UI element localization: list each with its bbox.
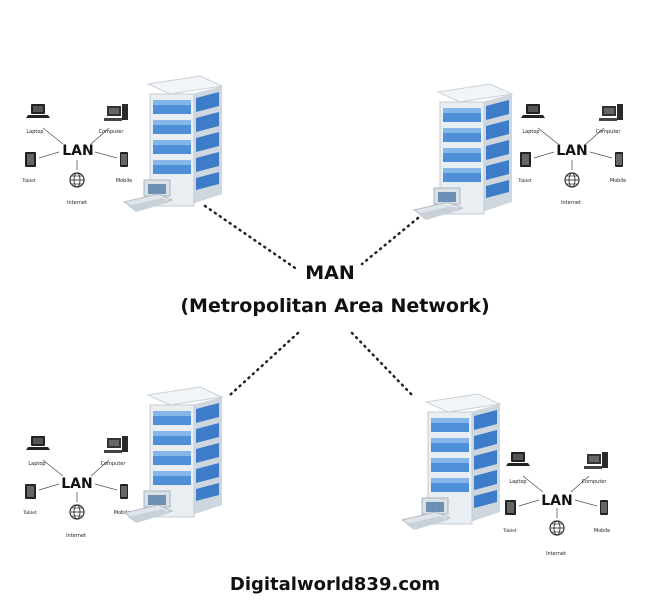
lan-label: LAN xyxy=(61,476,92,492)
building-top-right xyxy=(413,83,513,221)
device-tablet-label: Tablet xyxy=(21,178,36,184)
device-mobile-label: Mobile xyxy=(116,178,132,184)
device-tablet-label: Tablet xyxy=(502,528,517,534)
building-bottom-right xyxy=(401,393,501,531)
device-computer-label: Computer xyxy=(582,479,608,485)
device-mobile-label: Mobile xyxy=(610,178,626,184)
connector-bottom-left xyxy=(228,331,300,397)
connector-top-right xyxy=(360,216,420,266)
device-internet-label: Internet xyxy=(66,533,86,539)
cluster-top-left: LAN Laptop Computer Tablet Mobile Intern… xyxy=(21,75,223,213)
device-mobile-label: Mobile xyxy=(114,510,130,516)
device-mobile-label: Mobile xyxy=(594,528,610,534)
lan-label: LAN xyxy=(541,493,572,509)
cluster-bottom-right: LAN Laptop Computer Tablet Mobile Intern… xyxy=(401,393,610,557)
lan-label: LAN xyxy=(62,143,93,159)
device-internet-label: Internet xyxy=(561,200,581,206)
device-internet-label: Internet xyxy=(546,551,566,557)
building-bottom-left xyxy=(123,386,223,524)
man-title: MAN xyxy=(305,262,355,284)
device-computer-label: Computer xyxy=(99,129,125,135)
cluster-bottom-left: LAN Laptop Computer Tablet Mobile Intern… xyxy=(22,386,223,539)
device-laptop-label: Laptop xyxy=(522,129,539,135)
lan-label: LAN xyxy=(556,143,587,159)
device-tablet-label: Tablet xyxy=(22,510,37,516)
cluster-top-right: LAN Laptop Computer Tablet Mobile Intern… xyxy=(413,83,626,221)
building-top-left xyxy=(123,75,223,213)
device-internet-label: Internet xyxy=(67,200,87,206)
device-laptop-label: Laptop xyxy=(28,461,45,467)
device-laptop-label: Laptop xyxy=(509,479,526,485)
device-laptop-label: Laptop xyxy=(26,129,43,135)
site-watermark: Digitalworld839.com xyxy=(229,574,441,595)
device-computer-label: Computer xyxy=(101,461,127,467)
man-subtitle: (Metropolitan Area Network) xyxy=(180,295,490,317)
device-computer-label: Computer xyxy=(596,129,622,135)
device-tablet-label: Tablet xyxy=(517,178,532,184)
connector-top-left xyxy=(203,204,300,272)
connector-bottom-right xyxy=(350,331,414,397)
